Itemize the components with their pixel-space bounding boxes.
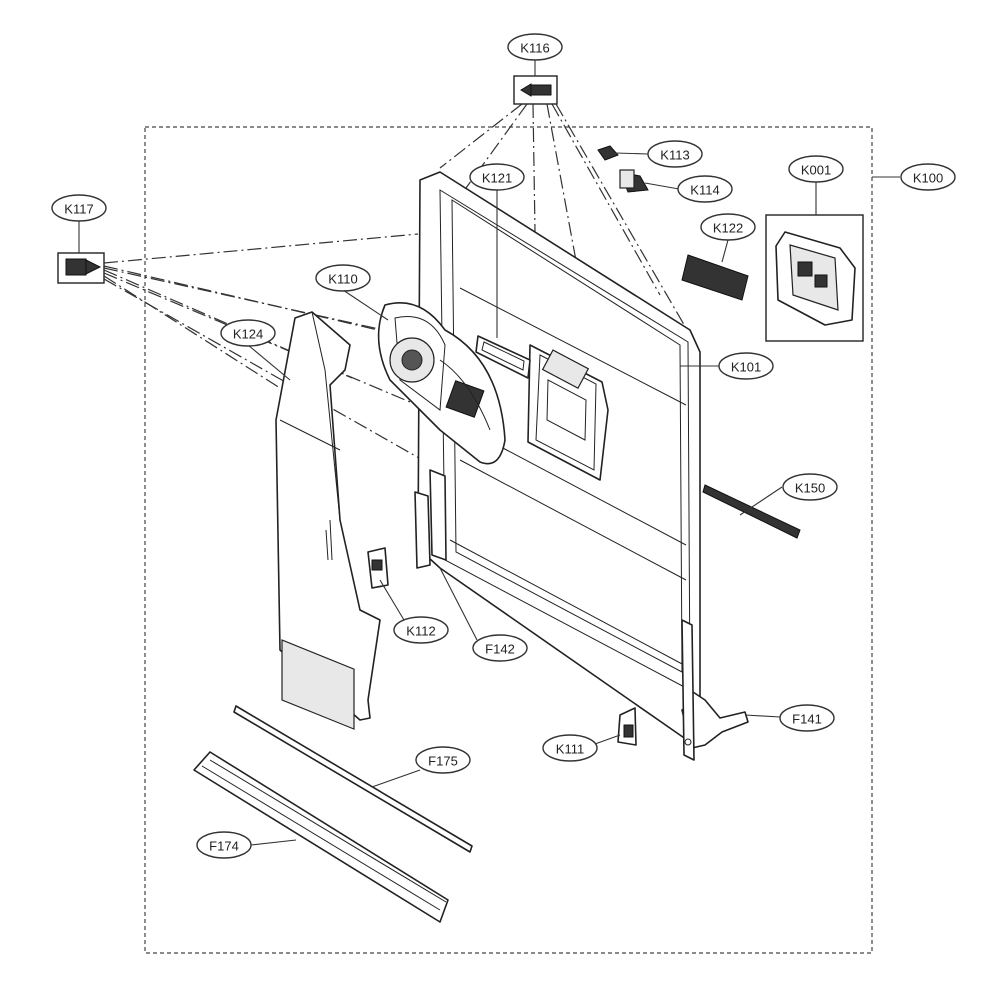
callout-text-k101: K101 [731,360,761,375]
callout-oval-k101 [718,352,774,380]
part-k124-side-panel [275,311,381,730]
callout-text-k124: K124 [233,327,263,342]
callout-text-k150: K150 [795,481,825,496]
callout-text-k001: K001 [801,163,831,178]
callout-k150: K150 [782,473,838,501]
callout-oval-k113 [647,140,703,168]
part-k116-screw [513,75,558,105]
part-k110-vent-assembly [377,301,506,465]
part-k112-bracket [367,547,389,589]
callout-k117: K117 [51,194,107,222]
callout-text-k117: K117 [64,202,93,217]
callout-text-k111: K111 [556,742,584,757]
part-k117-screw [57,252,105,284]
part-f174-channel [193,751,449,923]
callout-f142: F142 [472,634,528,662]
callout-text-k114: K114 [690,183,719,198]
callout-oval-f141 [779,704,835,732]
part-f175-strip [233,705,473,853]
callout-k114: K114 [677,175,733,203]
part-k150-rail [702,484,801,539]
callout-text-f141: F141 [792,712,822,727]
callout-k122: K122 [700,213,756,241]
callout-oval-k114 [677,175,733,203]
part-k001-control-module [775,231,856,326]
callout-oval-k117 [51,194,107,222]
callout-oval-k001 [788,155,844,183]
callout-oval-k122 [700,213,756,241]
callout-oval-k111 [542,734,598,762]
callout-text-k100: K100 [913,171,943,186]
callout-oval-k110 [315,264,371,292]
callout-text-k112: K112 [406,624,435,639]
callout-k121: K121 [469,163,525,191]
callout-oval-k112 [393,616,449,644]
part-k121-gasket [475,335,531,379]
callout-k110: K110 [315,264,371,292]
callout-text-k122: K122 [713,221,743,236]
callout-oval-f142 [472,634,528,662]
callout-f141: F141 [779,704,835,732]
callout-k001: K001 [788,155,844,183]
callout-oval-k121 [469,163,525,191]
callout-k124: K124 [220,319,276,347]
callout-oval-k124 [220,319,276,347]
callout-text-k110: K110 [328,272,357,287]
callout-k112: K112 [393,616,449,644]
leader-lines [78,60,900,846]
callout-oval-k116 [507,33,563,61]
callout-oval-f175 [415,746,471,774]
callout-oval-k150 [782,473,838,501]
part-k111-bracket [617,707,637,746]
callout-k100: K100 [900,163,956,191]
part-dispenser [527,344,609,481]
callout-text-f175: F175 [428,754,458,769]
callout-text-k113: K113 [660,148,689,163]
part-k001-frame [765,214,864,342]
callout-oval-f174 [196,831,252,859]
callout-f175: F175 [415,746,471,774]
callout-oval-k100 [900,163,956,191]
part-k114-latch [619,169,649,193]
callout-k116: K116 [507,33,563,61]
part-k113-clip [597,145,619,161]
part-k122-pad [681,254,749,301]
callout-text-k116: K116 [520,41,549,56]
callout-text-f142: F142 [485,642,515,657]
callout-text-k121: K121 [482,171,512,186]
callout-k101: K101 [718,352,774,380]
callout-k113: K113 [647,140,703,168]
callout-f174: F174 [196,831,252,859]
callout-text-f174: F174 [209,839,239,854]
callout-k111: K111 [542,734,598,762]
